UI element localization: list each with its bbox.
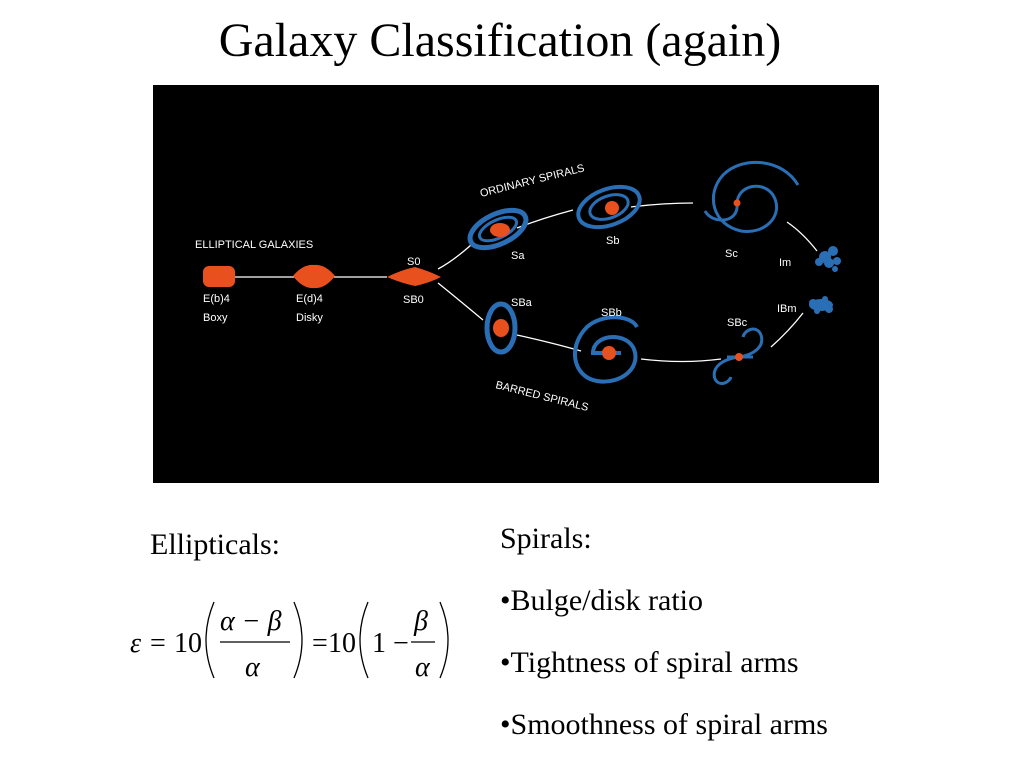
label-s0: S0: [407, 256, 420, 268]
label-sc: Sc: [725, 248, 738, 260]
spirals-item-smoothness: •Smoothness of spiral arms: [500, 708, 828, 741]
formula-beta: β: [413, 606, 428, 637]
sbb-galaxy: [572, 315, 639, 384]
label-elliptical-galaxies: ELLIPTICAL GALAXIES: [195, 239, 313, 251]
formula-ten-1: 10: [174, 628, 202, 659]
formula-equals-2: =: [312, 628, 328, 659]
formula-paren-left-2: [359, 601, 369, 679]
ibm-galaxy: [809, 296, 833, 314]
label-sbb: SBb: [601, 307, 622, 319]
formula-one-minus: 1 −: [372, 628, 409, 659]
elliptical-ed4-galaxy: [293, 264, 335, 289]
formula-alpha: α: [415, 652, 431, 683]
sb-galaxy: [576, 184, 642, 230]
label-sbc: SBc: [727, 317, 748, 329]
ellipticals-heading: Ellipticals:: [150, 528, 280, 561]
formula-equals-1: =: [150, 628, 166, 659]
label-boxy: Boxy: [203, 312, 228, 324]
s0-galaxy: [387, 267, 441, 286]
elliptical-eb4-galaxy: [203, 266, 235, 287]
spirals-item-bulge-disk: •Bulge/disk ratio: [500, 584, 703, 617]
sbc-galaxy: [712, 327, 764, 385]
formula-paren-right-1: [293, 601, 303, 679]
formula-epsilon: ε: [130, 628, 141, 659]
sa-galaxy: [467, 207, 529, 251]
label-ed4: E(d)4: [296, 293, 323, 305]
label-barred-spirals: BARRED SPIRALS: [494, 379, 589, 414]
formula-denominator: α: [245, 652, 261, 683]
label-ibm: IBm: [777, 303, 797, 315]
label-sa: Sa: [511, 250, 525, 262]
label-sb: Sb: [606, 235, 619, 247]
ellipticity-formula: ε = 10 α − β α = 10 1 − β α: [128, 594, 458, 688]
label-ordinary-spirals: ORDINARY SPIRALS: [479, 162, 586, 200]
label-sba: SBa: [511, 297, 533, 309]
label-im: Im: [779, 257, 791, 269]
label-eb4: E(b)4: [203, 293, 230, 305]
formula-numerator: α − β: [220, 606, 282, 637]
hubble-tuning-fork-diagram: ELLIPTICAL GALAXIES ORDINARY SPIRALS BAR…: [153, 85, 879, 483]
slide-title: Galaxy Classification (again): [218, 14, 782, 67]
label-disky: Disky: [296, 312, 323, 324]
sba-galaxy: [484, 301, 518, 355]
formula-paren-left-1: [205, 601, 215, 679]
formula-paren-right-2: [439, 601, 449, 679]
label-sb0: SB0: [403, 294, 424, 306]
spirals-item-tightness: •Tightness of spiral arms: [500, 646, 799, 679]
spirals-list: Spirals: •Bulge/disk ratio •Tightness of…: [500, 508, 828, 756]
spirals-heading: Spirals:: [500, 522, 592, 555]
sc-galaxy: [703, 160, 800, 233]
formula-ten-2: 10: [328, 628, 356, 659]
im-galaxy: [815, 246, 841, 272]
